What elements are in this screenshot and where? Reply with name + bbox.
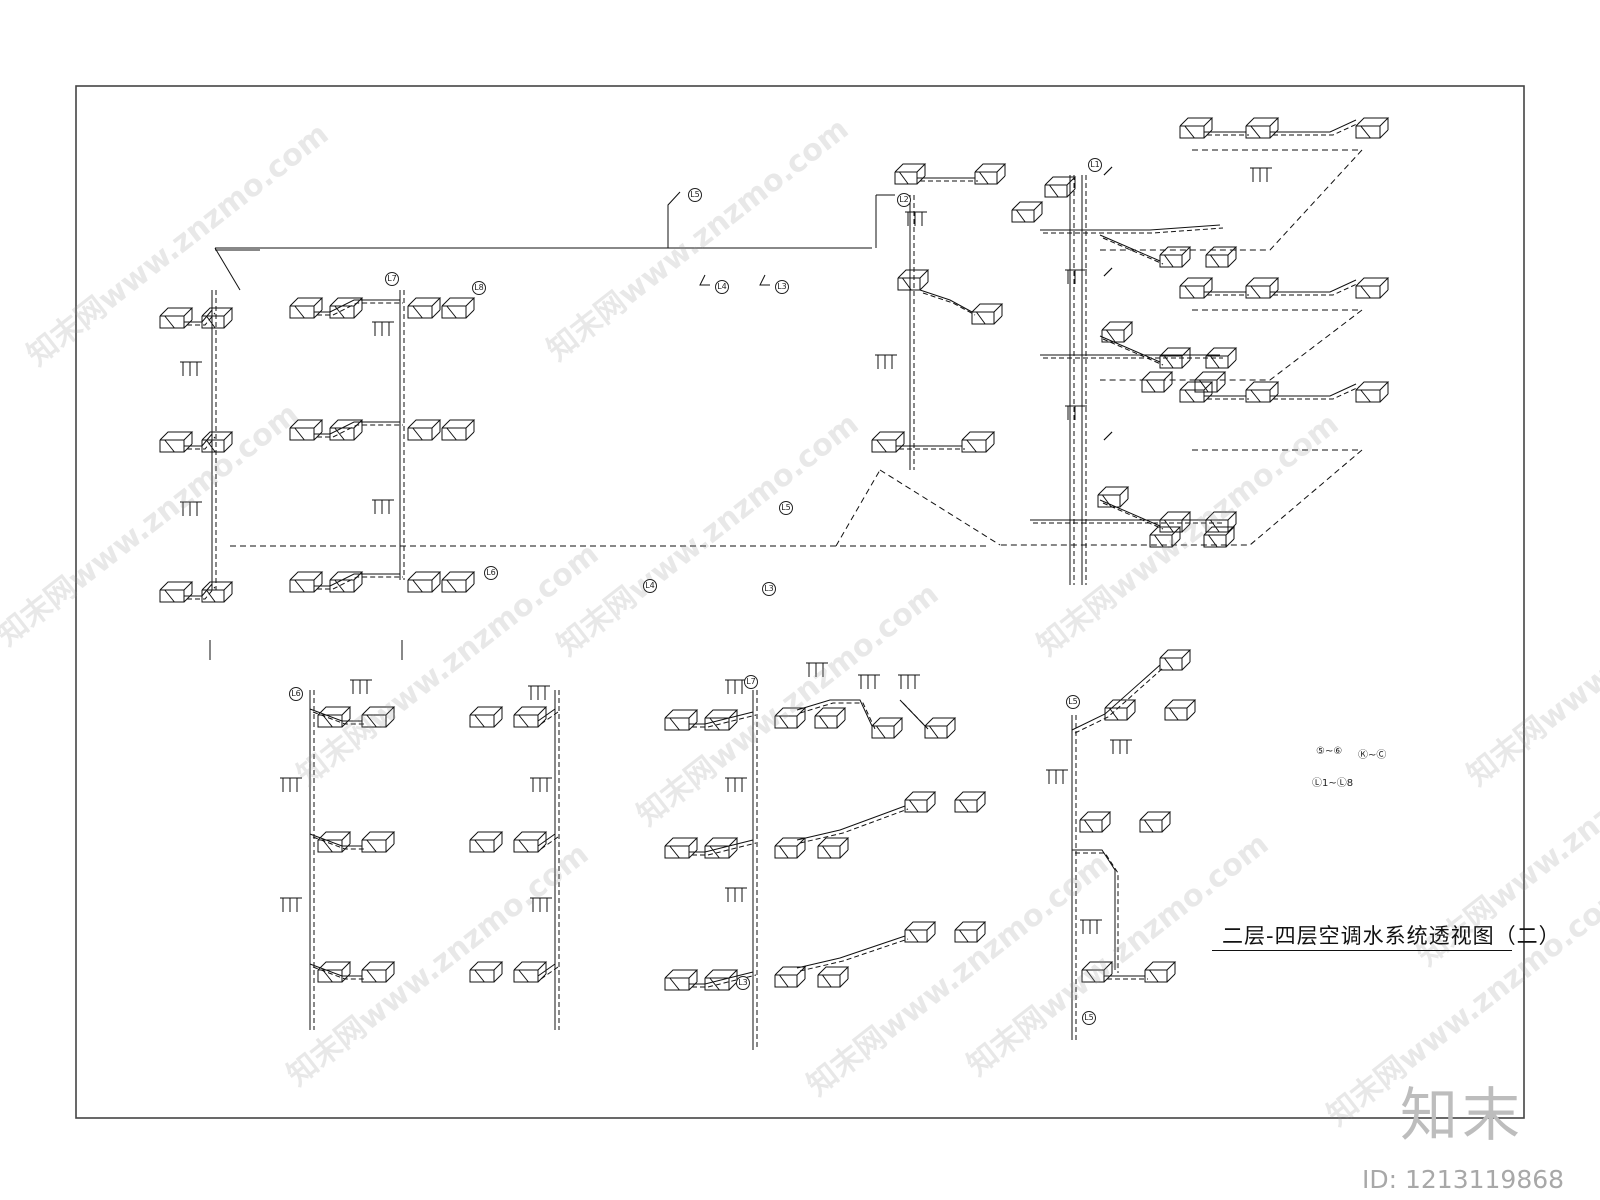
pipe-tag: L5: [688, 188, 702, 202]
legend-tag-3: Ⓛ1~Ⓛ8: [1312, 778, 1354, 789]
pipe-tag: L4: [643, 579, 657, 593]
pipe-tag: L5: [779, 501, 793, 515]
pipe-tag: L8: [472, 281, 486, 295]
title-underline: [1212, 950, 1512, 951]
pipe-network: [159, 117, 1390, 1050]
pipe-tag: L7: [744, 675, 758, 689]
pipe-tag: L2: [897, 193, 911, 207]
pipe-tag: L4: [715, 280, 729, 294]
drawing-title: 二层-四层空调水系统透视图（二）: [1222, 924, 1561, 948]
pipe-tag: L6: [289, 687, 303, 701]
brand-logo: 知末: [1400, 1081, 1525, 1149]
legend-tag-1: ⑤~⑥: [1316, 746, 1343, 757]
pipe-tag: L6: [484, 566, 498, 580]
image-id: ID: 1213119868: [1362, 1165, 1565, 1194]
legend-tag-2: Ⓚ~Ⓒ: [1358, 750, 1387, 761]
pipe-tag: L3: [762, 582, 776, 596]
pipe-tag: L3: [775, 280, 789, 294]
pipe-tag: L1: [1088, 158, 1102, 172]
pipe-tag: L3: [736, 976, 750, 990]
pipe-tag: L5: [1082, 1011, 1096, 1025]
pipe-tag: L5: [1066, 695, 1080, 709]
drawing-frame: [75, 85, 1525, 1119]
pipe-tag: L7: [385, 272, 399, 286]
